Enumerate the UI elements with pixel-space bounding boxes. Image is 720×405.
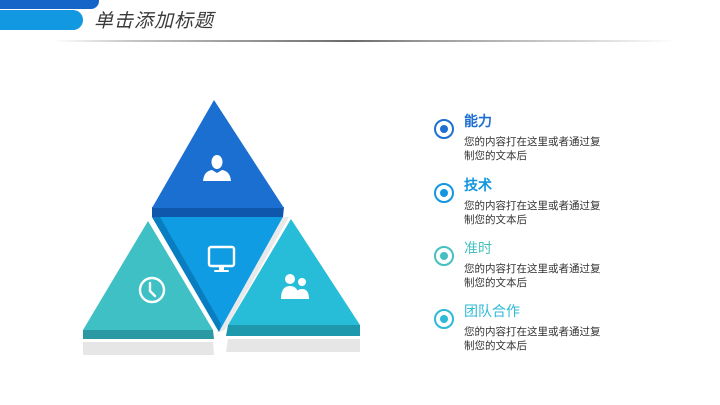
title-divider [53, 40, 675, 42]
item-description: 您的内容打在这里或者通过复制您的文本后 [464, 200, 601, 226]
item-description: 您的内容打在这里或者通过复制您的文本后 [464, 136, 601, 162]
left-triangle[interactable] [83, 221, 214, 339]
clock-icon [138, 276, 166, 304]
header-accent-bar [0, 10, 83, 30]
monitor-icon [207, 245, 236, 272]
slide-title[interactable]: 单击添加标题 [94, 10, 215, 32]
top-triangle[interactable] [152, 100, 284, 217]
radio-bullet-icon [434, 246, 454, 266]
left-triangle-shadow [83, 342, 214, 355]
group-icon [281, 274, 309, 299]
person-icon [203, 155, 231, 181]
item-description: 您的内容打在这里或者通过复制您的文本后 [464, 263, 601, 289]
right-triangle-shadow [226, 339, 360, 352]
center-triangle[interactable] [152, 217, 289, 332]
item-label: 准时 [464, 241, 492, 257]
item-label: 技术 [464, 178, 492, 194]
radio-bullet-icon [434, 183, 454, 203]
item-description: 您的内容打在这里或者通过复制您的文本后 [464, 326, 601, 352]
radio-bullet-icon [434, 119, 454, 139]
header-accent-bar-top [0, 0, 99, 9]
item-label: 能力 [464, 114, 492, 130]
right-triangle[interactable] [226, 219, 360, 336]
radio-bullet-icon [434, 309, 454, 329]
item-label: 团队合作 [464, 304, 520, 320]
